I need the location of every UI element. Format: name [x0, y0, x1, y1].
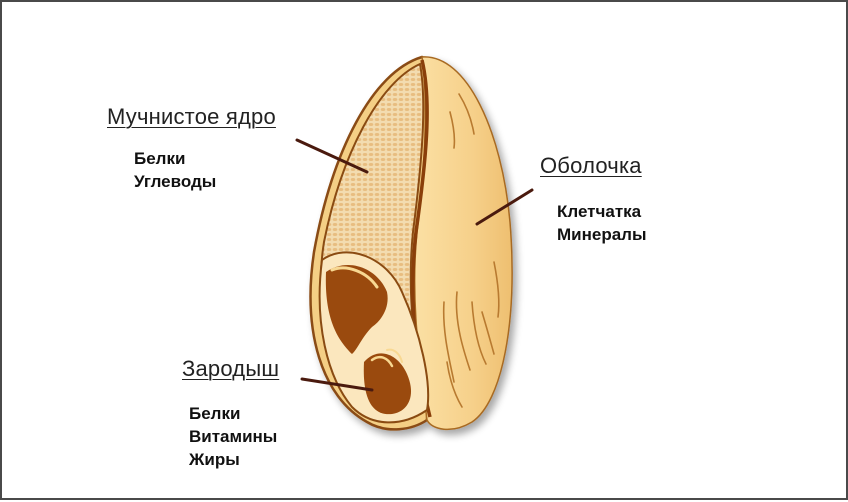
endosperm-nutrients: Белки Углеводы: [134, 147, 216, 193]
husk-nutrients: Клетчатка Минералы: [557, 200, 647, 246]
pointer-germ: [300, 377, 374, 392]
husk-title: Оболочка: [540, 153, 642, 178]
nutrient-item: Углеводы: [134, 172, 217, 191]
husk-wrinkles: [442, 93, 500, 408]
nutrient-item: Жиры: [189, 450, 240, 469]
nutrient-item: Клетчатка: [557, 202, 642, 221]
germ-title: Зародыш: [182, 356, 280, 381]
nutrient-item: Минералы: [557, 225, 647, 244]
nutrient-item: Белки: [189, 404, 241, 423]
pointer-husk: [475, 188, 534, 226]
nutrient-item: Белки: [134, 149, 186, 168]
germ-nutrients: Белки Витамины Жиры: [189, 402, 277, 471]
pointer-endosperm: [295, 138, 369, 174]
endosperm-title: Мучнистое ядро: [107, 104, 276, 129]
nutrient-item: Витамины: [189, 427, 278, 446]
